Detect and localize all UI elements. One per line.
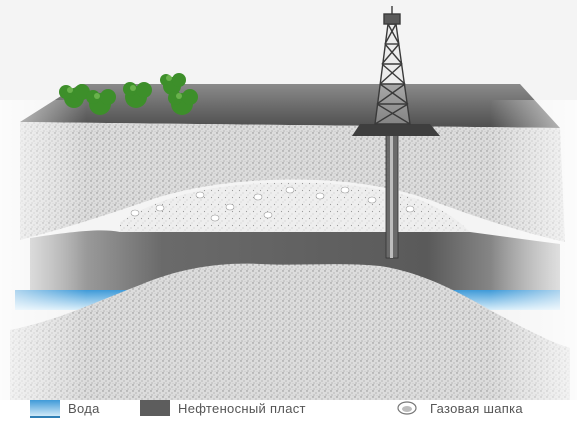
gas-bubbles [130,186,415,222]
legend-label-water: Вода [68,401,100,416]
oil-derrick [374,6,411,125]
legend: Вода Нефтеносный пласт Газовая шапка [0,388,577,432]
legend-item-oil: Нефтеносный пласт [140,400,340,420]
well-pipe-highlight [390,130,393,258]
trees [59,73,198,115]
geology-cross-section [0,0,577,400]
side-fade [0,100,577,400]
legend-label-oil: Нефтеносный пласт [178,401,306,416]
gas-bubble-icon [392,400,422,416]
oil-swatch-icon [140,400,170,416]
rig-platform [352,124,440,136]
legend-item-water: Вода [30,400,130,420]
water-swatch-icon [30,400,60,418]
legend-item-gas: Газовая шапка [392,400,572,420]
legend-label-gas: Газовая шапка [430,401,523,416]
